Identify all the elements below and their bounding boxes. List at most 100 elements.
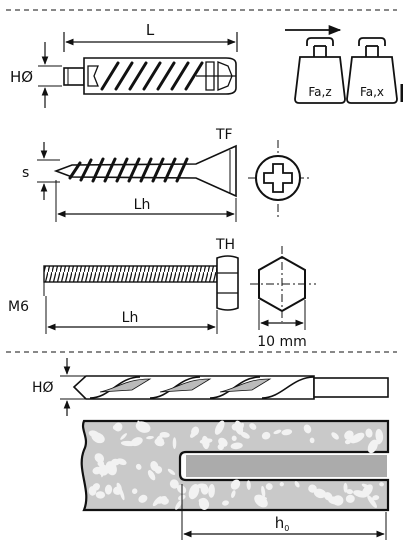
aggregate-speck: [230, 479, 241, 490]
aggregate-speck: [249, 423, 257, 430]
aggregate-speck: [104, 484, 113, 495]
screw-head-type-label: TF: [215, 127, 233, 143]
aggregate-speck: [331, 432, 339, 440]
depth-dimension: h0: [181, 484, 387, 540]
aggregate-speck: [94, 453, 105, 463]
bolt-length-label: Lh: [122, 310, 139, 326]
aggregate-speck: [309, 437, 315, 444]
aggregate-speck: [156, 495, 167, 504]
aggregate-speck: [375, 436, 383, 445]
phillips-head-icon: [248, 140, 310, 218]
aggregate-speck: [150, 461, 159, 472]
aggregate-speck: [175, 500, 183, 510]
aggregate-speck: [95, 491, 106, 499]
screw-body: [53, 144, 237, 198]
aggregate-speck: [191, 426, 200, 436]
weight-fa-x-label: Fa,x: [360, 85, 384, 99]
weight-fa-x: [346, 37, 398, 104]
bolt-thread: [43, 265, 218, 283]
plug-body: [63, 57, 237, 95]
bolt-section: TH M6 Lh 10 mm: [8, 237, 316, 350]
aggregate-speck: [313, 488, 327, 499]
aggregate-speck: [303, 424, 312, 434]
aggregate-speck: [238, 422, 245, 431]
aggregate-speck: [135, 463, 142, 470]
aggregate-speck: [261, 485, 266, 498]
plug-section: L HØ: [10, 21, 238, 108]
aggregate-speck: [240, 431, 250, 439]
drill-bit: [72, 375, 389, 400]
aggregate-speck: [349, 436, 354, 441]
aggregate-speck: [372, 495, 380, 501]
aggregate-speck: [137, 420, 143, 432]
aggregate-speck: [254, 494, 268, 508]
aggregate-speck: [131, 488, 138, 494]
screw-length-label: Lh: [134, 197, 151, 213]
aggregate-speck: [91, 432, 105, 444]
aggregate-speck: [261, 431, 271, 440]
concrete-aggregate: [88, 420, 384, 510]
aggregate-speck: [308, 484, 317, 493]
aggregate-speck: [265, 483, 273, 491]
aggregate-speck: [281, 429, 293, 436]
aggregate-speck: [218, 437, 228, 447]
aggregate-speck: [367, 439, 378, 454]
aggregate-speck: [112, 424, 120, 431]
aggregate-speck: [344, 439, 351, 445]
aggregate-speck: [214, 420, 225, 435]
concrete-block: [80, 419, 390, 512]
aggregate-speck: [138, 494, 148, 503]
plug-length-label: L: [146, 21, 155, 39]
aggregate-speck: [279, 482, 284, 487]
aggregate-speck: [231, 435, 237, 441]
aggregate-speck: [222, 500, 229, 506]
aggregate-speck: [231, 490, 236, 498]
aggregate-speck: [146, 435, 154, 440]
wrench-size-label: 10 mm: [257, 334, 307, 350]
aggregate-speck: [154, 438, 165, 447]
aggregate-speck: [116, 482, 122, 492]
aggregate-speck: [198, 498, 208, 505]
aggregate-speck: [147, 470, 156, 481]
aggregate-speck: [273, 429, 282, 435]
aggregate-speck: [346, 489, 354, 495]
bolt-head: [216, 255, 239, 311]
drill-hole: [186, 455, 387, 477]
aggregate-speck: [172, 437, 177, 450]
weight-fa-z: [294, 37, 346, 104]
weight-fa-z-label: Fa,z: [308, 85, 331, 99]
aggregate-speck: [200, 484, 209, 495]
plug-diameter-label: HØ: [10, 68, 33, 86]
drill-diameter-label: HØ: [32, 380, 54, 396]
aggregate-speck: [350, 432, 365, 444]
depth-label: h0: [275, 514, 290, 533]
aggregate-speck: [169, 479, 179, 489]
aggregate-speck: [231, 423, 239, 431]
hex-head-icon: [250, 246, 316, 322]
aggregate-speck: [343, 482, 348, 493]
aggregate-speck: [230, 442, 243, 450]
aggregate-speck: [361, 484, 373, 498]
aggregate-speck: [328, 496, 341, 505]
load-weights: Fa,z Fa,x: [285, 24, 403, 104]
bolt-head-type-label: TH: [215, 237, 235, 253]
aggregate-speck: [208, 484, 215, 498]
aggregate-speck: [88, 486, 97, 496]
screw-shank-label: s: [22, 165, 29, 181]
aggregate-speck: [246, 480, 251, 490]
bolt-thread-label: M6: [8, 299, 29, 315]
aggregate-speck: [120, 433, 128, 440]
aggregate-speck: [294, 481, 300, 488]
wood-screw-section: TF s Lh: [22, 127, 310, 222]
aggregate-speck: [188, 484, 200, 500]
aggregate-speck: [167, 468, 176, 476]
aggregate-speck: [159, 431, 170, 438]
aggregate-speck: [203, 441, 210, 448]
aggregate-speck: [367, 495, 377, 508]
aggregate-speck: [379, 482, 384, 487]
aggregate-speck: [365, 428, 373, 438]
aggregate-speck: [97, 464, 109, 476]
aggregate-speck: [345, 494, 355, 503]
drill-section: HØ: [32, 358, 389, 416]
